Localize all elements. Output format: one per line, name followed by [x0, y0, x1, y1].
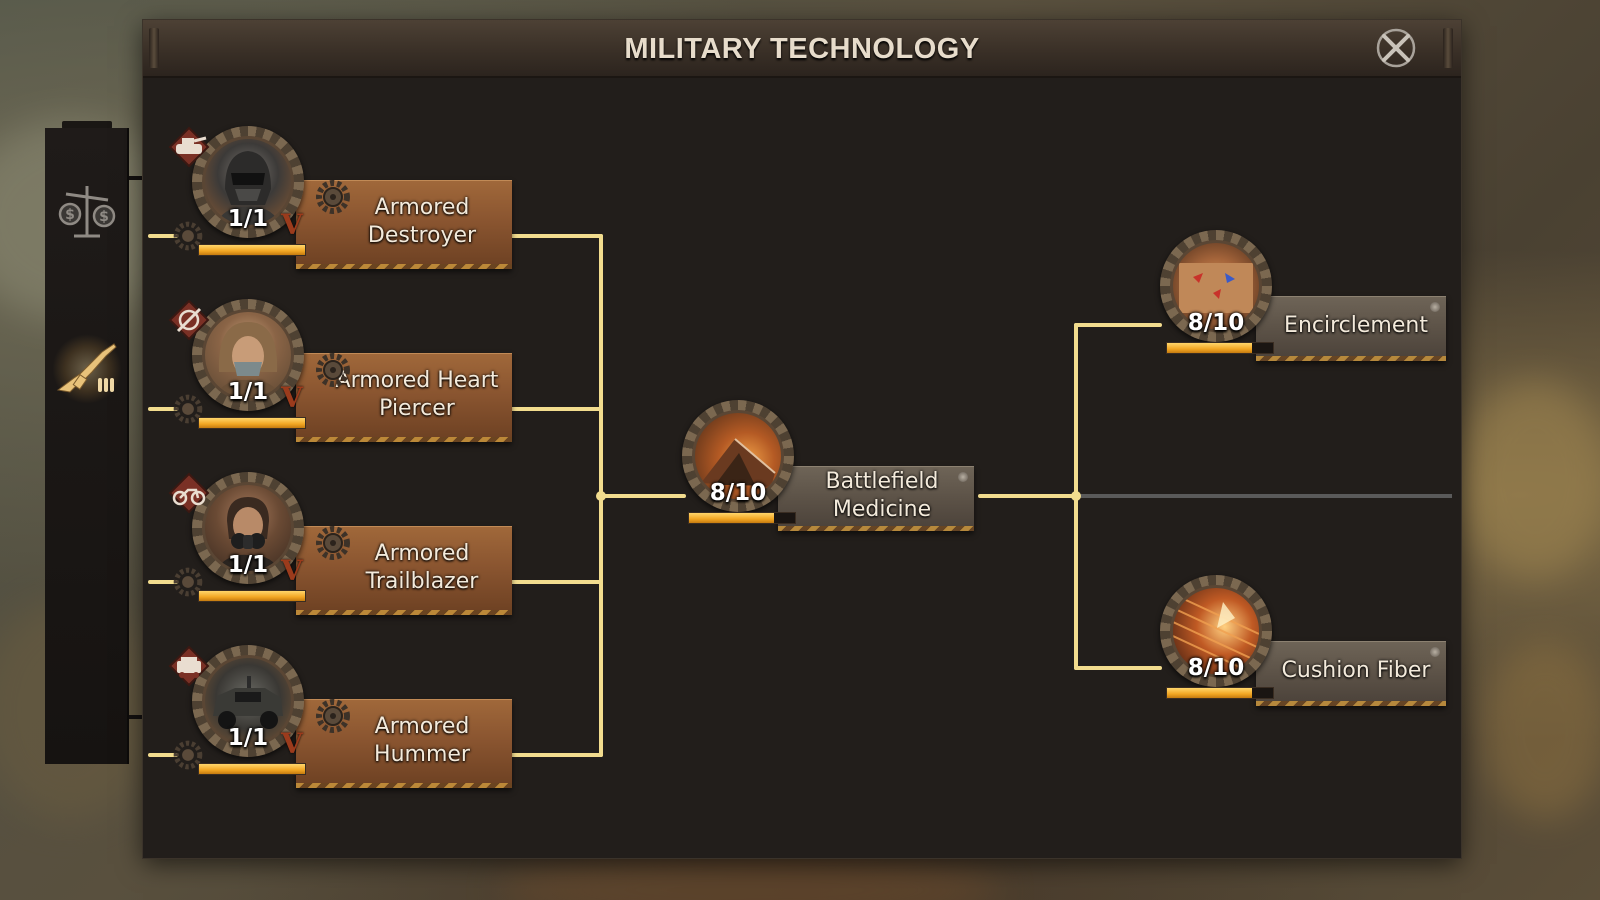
- rifle-ammo-icon: [56, 343, 117, 393]
- header-cap-right: [1443, 28, 1453, 68]
- armored-soldier-portrait: [202, 136, 294, 228]
- balance-scale-icon: $ $: [58, 186, 116, 238]
- background-blur: [1460, 380, 1600, 580]
- node-level: 1/1: [227, 379, 269, 405]
- window-header: MILITARY TECHNOLOGY: [143, 20, 1461, 78]
- close-button[interactable]: [1373, 25, 1419, 71]
- field-tent-image: [701, 438, 776, 487]
- progress-fill: [1167, 688, 1252, 698]
- cushion-fiber-image: [1170, 585, 1262, 677]
- node-level: 8/10: [1187, 310, 1245, 336]
- rail-tab-military[interactable]: [52, 334, 122, 404]
- node-level: 1/1: [227, 725, 269, 751]
- rail-hook: [129, 176, 143, 180]
- node-progress-bar: [1166, 687, 1274, 699]
- node-label: Armored Heart Piercer: [335, 368, 499, 421]
- node-label: Armored Trailblazer: [365, 541, 479, 594]
- node-label: Cushion Fiber: [1281, 658, 1431, 683]
- gasmask-rider-portrait: [202, 482, 294, 574]
- gear-icon: [173, 567, 203, 597]
- tech-node-battlefield-medicine[interactable]: Battlefield Medicine 8/10: [678, 400, 980, 534]
- tech-node-armored-heart-piercer[interactable]: Armored Heart Piercer 1/1 V: [168, 299, 516, 445]
- progress-fill: [199, 418, 305, 428]
- crosshair-badge-icon: [168, 299, 210, 341]
- plate-pin: [1430, 647, 1440, 657]
- node-plate: [1256, 641, 1446, 706]
- progress-fill: [199, 245, 305, 255]
- node-portrait: 1/1: [192, 645, 304, 757]
- gear-icon: [173, 740, 203, 770]
- node-portrait: 8/10: [682, 400, 794, 512]
- node-label: Encirclement: [1284, 313, 1428, 338]
- tech-node-armored-destroyer[interactable]: Armored Destroyer 1/1 V: [168, 126, 516, 272]
- fiber-mesh-image: [1173, 593, 1259, 674]
- armored-hummer-image: [213, 676, 283, 729]
- node-progress-bar: [1166, 342, 1274, 354]
- motorcycle-badge-icon: [168, 472, 210, 514]
- unlocked-check-icon: V: [281, 381, 303, 414]
- node-plate: [1256, 296, 1446, 361]
- rail-tab-economy[interactable]: $ $: [52, 178, 122, 248]
- node-label: Armored Hummer: [374, 714, 470, 767]
- node-level: 8/10: [1187, 655, 1245, 681]
- battlefield-medicine-image: [692, 410, 784, 502]
- encirclement-map-image: [1170, 240, 1262, 332]
- node-progress-bar: [198, 763, 306, 775]
- node-progress-bar: [198, 590, 306, 602]
- progress-fill: [199, 591, 305, 601]
- node-level: 1/1: [227, 206, 269, 232]
- hooded-sniper-image: [213, 322, 283, 398]
- armored-hummer-portrait: [202, 655, 294, 747]
- progress-fill: [199, 764, 305, 774]
- tech-node-cushion-fiber[interactable]: Cushion Fiber 8/10: [1156, 575, 1452, 709]
- gear-icon: [173, 394, 203, 424]
- tech-node-armored-hummer[interactable]: Armored Hummer 1/1 V: [168, 645, 516, 791]
- background-blur: [1480, 640, 1600, 820]
- gear-icon: [316, 526, 350, 560]
- rail-hook: [129, 715, 143, 719]
- gear-icon: [316, 180, 350, 214]
- node-level: 1/1: [227, 552, 269, 578]
- node-progress-bar: [198, 417, 306, 429]
- battle-map-image: [1179, 263, 1253, 313]
- tank-badge-icon: [168, 126, 210, 168]
- node-label: Battlefield Medicine: [825, 469, 939, 522]
- jeep-badge-icon: [168, 645, 210, 687]
- svg-text:$: $: [99, 209, 109, 225]
- node-portrait: 8/10: [1160, 230, 1272, 342]
- svg-text:$: $: [65, 207, 75, 223]
- gear-icon: [316, 353, 350, 387]
- unlocked-check-icon: V: [281, 554, 303, 587]
- rail-top-cap: [62, 121, 112, 129]
- header-cap-left: [149, 28, 159, 68]
- node-level: 8/10: [709, 480, 767, 506]
- gasmask-rider-image: [215, 497, 281, 571]
- node-portrait: 1/1: [192, 126, 304, 238]
- progress-fill: [689, 513, 774, 523]
- node-portrait: 1/1: [192, 472, 304, 584]
- helmet-soldier-image: [215, 151, 281, 225]
- node-portrait: 1/1: [192, 299, 304, 411]
- node-plate: [778, 466, 974, 531]
- plate-pin: [1430, 302, 1440, 312]
- gear-icon: [316, 699, 350, 733]
- unlocked-check-icon: V: [281, 208, 303, 241]
- window-title: MILITARY TECHNOLOGY: [624, 33, 980, 65]
- gear-icon: [173, 221, 203, 251]
- node-progress-bar: [198, 244, 306, 256]
- node-portrait: 8/10: [1160, 575, 1272, 687]
- tech-node-armored-trailblazer[interactable]: Armored Trailblazer 1/1: [168, 472, 516, 618]
- plate-pin: [958, 472, 968, 482]
- tech-node-encirclement[interactable]: Encirclement 8/10: [1156, 230, 1452, 364]
- node-progress-bar: [688, 512, 796, 524]
- hooded-sniper-portrait: [202, 309, 294, 401]
- close-icon: [1376, 28, 1416, 68]
- progress-fill: [1167, 343, 1252, 353]
- unlocked-check-icon: V: [281, 727, 303, 760]
- node-label: Armored Destroyer: [367, 195, 477, 248]
